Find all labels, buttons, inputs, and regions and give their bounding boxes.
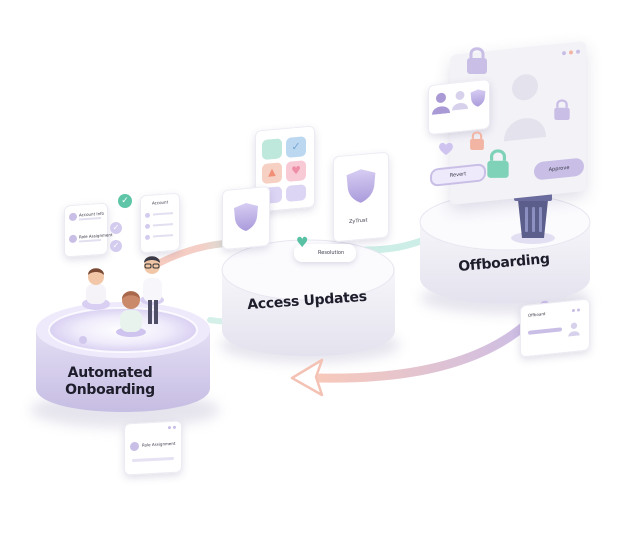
shield-icon [470,89,486,107]
heart-icon: ♥ [296,235,309,251]
offboarding-platform [419,193,591,304]
window-dot [173,425,176,429]
resolution-pill-label: Resolution [318,250,345,256]
onboarding-right-title: Account [152,199,169,206]
check-circle-icon: ✓ [110,240,122,252]
shield-icon [234,203,258,231]
window-dot [577,308,580,312]
onboarding-checklist-card-right: Account [140,192,180,254]
return-arrow-head [290,358,324,397]
avatar-chip [69,212,77,222]
lock-icon [487,149,509,178]
placeholder-line [153,212,173,216]
lock-icon [470,131,484,150]
tile-blue-check: ✓ [286,136,306,158]
check-circle-icon: ✓ [118,194,132,208]
placeholder-line [153,234,173,238]
role-assignment-label: Role Assignment [142,440,176,448]
offboard-card-label: Offboard [528,311,546,318]
offboarding-user-card [428,78,490,136]
placeholder-line [79,238,101,243]
person-right-avatar [140,256,164,324]
avatar-chip [69,234,77,244]
window-dot [168,426,171,430]
offboarding-large-panel [450,40,586,206]
stage-label-onboarding: Automated Onboarding [50,365,170,399]
window-dot [562,50,566,56]
list-bullet [145,212,150,219]
placeholder-line [79,216,101,221]
role-assignment-card: Role Assignment [124,420,182,476]
tile-pink-heart: ♥ [286,160,306,182]
approve-pill-label: Approve [548,164,570,174]
offboard-card: Offboard [520,298,590,358]
shield-icon [346,169,376,203]
user-icon [452,90,468,111]
revert-pill-label: Revert [449,171,467,179]
user-icon [568,322,580,337]
user-silhouette-icon [504,74,546,142]
window-dot [576,49,580,54]
tile-mint [262,138,282,161]
access-shield-card-right: ZyTrust [333,151,389,243]
lock-icon [554,99,570,120]
window-dot [569,50,573,55]
list-bullet [145,234,150,241]
stage-label-onboarding-line2: Onboarding [65,382,155,398]
person-center-avatar [116,291,146,337]
stage-label-onboarding-line1: Automated [67,365,153,381]
person-left-avatar [82,268,110,310]
avatar-chip [130,441,139,452]
placeholder-line [153,223,173,227]
placeholder-line [132,456,174,463]
heart-icon [439,142,453,155]
access-shield-card-left [222,185,270,251]
lock-icon [467,47,487,74]
resolution-pill: Resolution [294,244,356,262]
check-circle-icon: ✓ [110,222,122,234]
list-bullet [145,223,150,230]
placeholder-line [528,327,562,335]
window-dot [572,308,575,313]
user-icon [432,92,450,115]
tile-peach-heart: ▲ [262,162,282,185]
onboarding-checklist-card-left: Account Info Role Assignment [64,202,112,258]
shield-card-label: ZyTrust [349,217,368,226]
tile-lavender-2 [286,184,306,202]
